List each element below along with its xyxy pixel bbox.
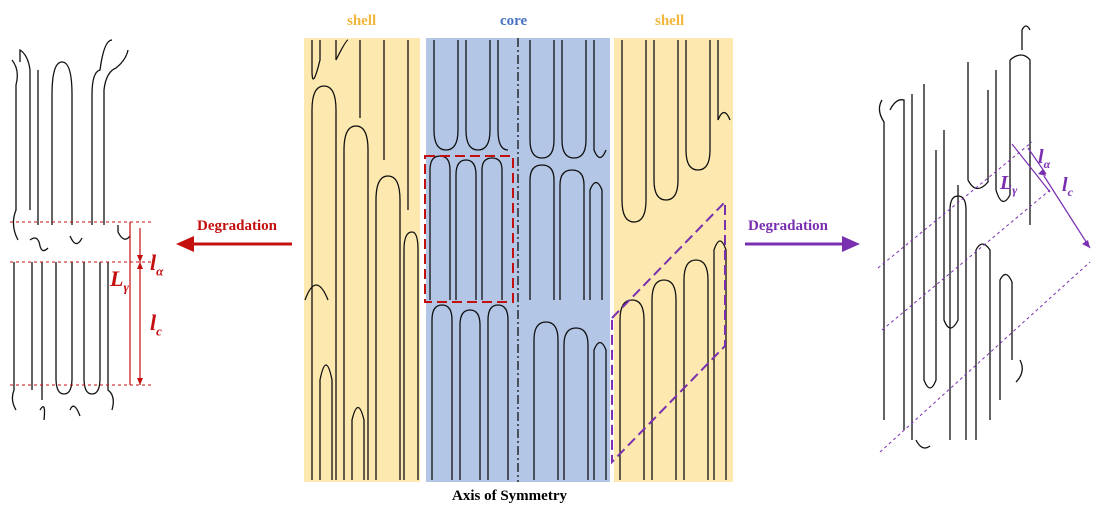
shell-left-label: shell xyxy=(347,13,377,29)
shell-left-region xyxy=(304,38,420,482)
right-guide-3 xyxy=(879,261,1091,453)
shell-right-region xyxy=(614,38,733,482)
left-dim-arrow-3 xyxy=(137,262,143,269)
shell-left-lamellae xyxy=(304,39,419,480)
left-dim-arrow-2 xyxy=(137,378,143,385)
core-lamellae xyxy=(429,40,607,480)
right-L-gamma-symbol: Lγ xyxy=(1000,172,1018,197)
right-detail-lamellae xyxy=(878,25,1031,449)
left-degradation-label: Degradation xyxy=(197,218,277,234)
purple-selection-parallelogram xyxy=(611,199,726,465)
right-guide-2 xyxy=(881,189,1051,331)
shell-right-lamellae xyxy=(619,40,731,480)
right-dim-arrow-2 xyxy=(1082,240,1090,248)
left-L-gamma-symbol: Lγ xyxy=(110,266,129,295)
left-dim-arrow-1 xyxy=(137,255,143,262)
left-arrow-head xyxy=(176,236,194,252)
right-L-gamma-dim xyxy=(1011,143,1051,193)
right-l-c-symbol: lc xyxy=(1062,174,1073,199)
left-detail-lamellae xyxy=(11,39,131,421)
red-selection-box xyxy=(424,155,514,303)
axis-of-symmetry-label: Axis of Symmetry xyxy=(452,488,567,504)
left-l-c-symbol: lc xyxy=(150,310,162,339)
right-arrow-head xyxy=(842,236,860,252)
core-label: core xyxy=(500,13,528,29)
right-l-alpha-symbol: lα xyxy=(1038,146,1051,171)
right-guide-1 xyxy=(877,141,1033,269)
right-degradation-label: Degradation xyxy=(748,218,828,234)
shell-right-label: shell xyxy=(655,13,685,29)
right-dim-arrow-1 xyxy=(1038,169,1046,176)
left-l-alpha-symbol: lα xyxy=(150,250,164,279)
right-l-c-dim xyxy=(1043,175,1091,249)
